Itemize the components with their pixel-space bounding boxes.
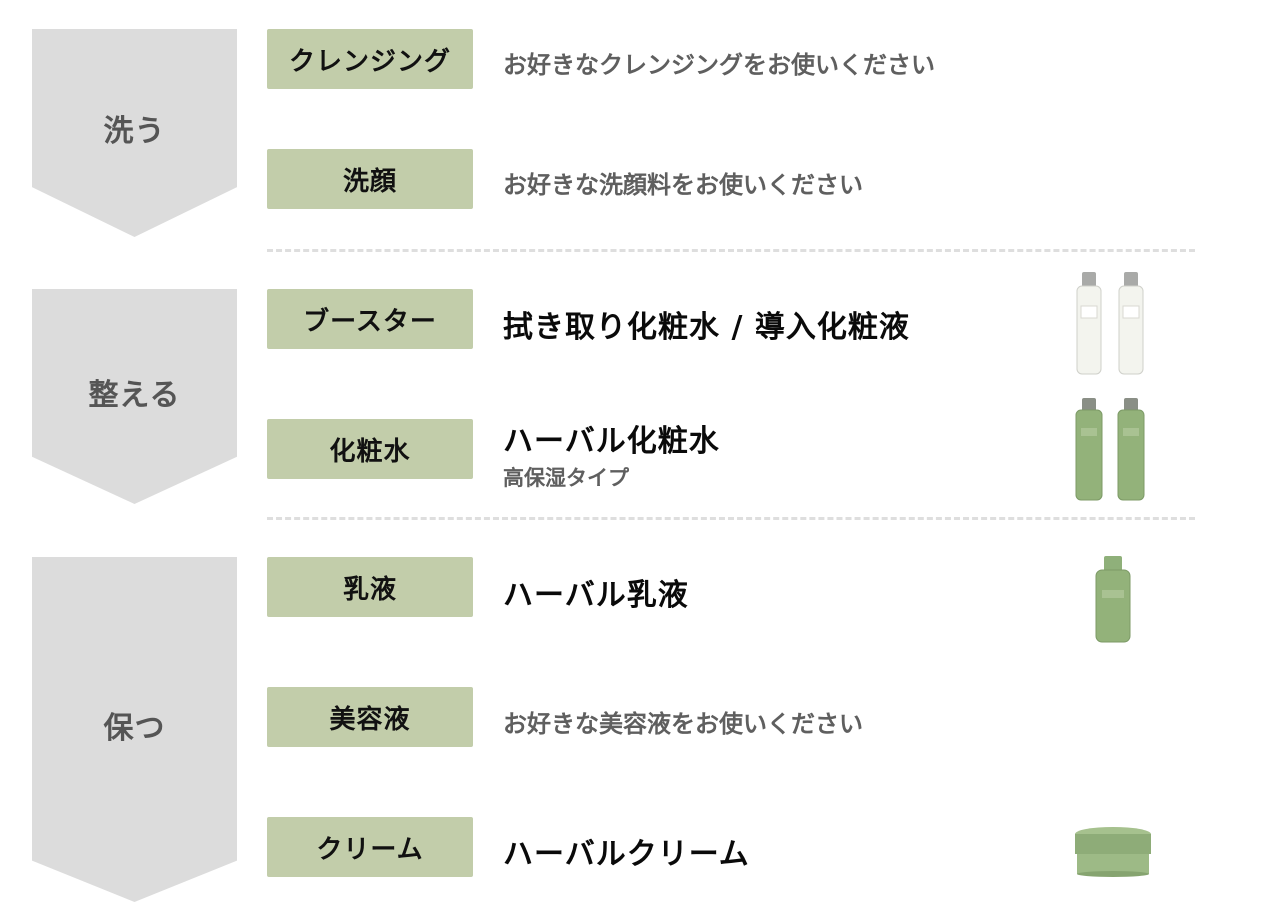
divider bbox=[267, 517, 1195, 520]
group-arrow-wash: 洗う bbox=[32, 29, 237, 237]
step-label-cleansing: クレンジング bbox=[267, 29, 473, 89]
step-label-milk: 乳液 bbox=[267, 557, 473, 617]
step-desc-toner-block: ハーバル化粧水 高保湿タイプ bbox=[503, 416, 720, 492]
step-label-serum: 美容液 bbox=[267, 687, 473, 747]
green-toner-bottles-icon bbox=[1075, 398, 1145, 501]
step-sub-toner: 高保湿タイプ bbox=[503, 466, 629, 490]
divider bbox=[267, 249, 1195, 252]
step-label-booster: ブースター bbox=[267, 289, 473, 349]
step-desc-toner[interactable]: ハーバル化粧水 bbox=[503, 424, 720, 459]
green-cream-jar-icon bbox=[1075, 827, 1151, 877]
green-milk-bottle-icon bbox=[1095, 556, 1131, 643]
step-desc-milk[interactable]: ハーバル乳液 bbox=[503, 578, 689, 613]
step-desc-serum: お好きな美容液をお使いください bbox=[503, 710, 863, 738]
step-desc-cleansing: お好きなクレンジングをお使いください bbox=[503, 51, 935, 79]
step-desc-cream[interactable]: ハーバルクリーム bbox=[503, 837, 750, 872]
clear-toner-bottles-icon bbox=[1076, 272, 1144, 375]
step-label-cream: クリーム bbox=[267, 817, 473, 877]
step-label-toner: 化粧水 bbox=[267, 419, 473, 479]
step-desc-facewash: お好きな洗顔料をお使いください bbox=[503, 171, 863, 199]
group-label-prep: 整える bbox=[88, 377, 181, 413]
step-label-facewash: 洗顔 bbox=[267, 149, 473, 209]
group-arrow-prep: 整える bbox=[32, 289, 237, 504]
group-label-wash: 洗う bbox=[103, 114, 166, 149]
group-arrow-keep: 保つ bbox=[32, 557, 237, 902]
group-label-keep: 保つ bbox=[103, 710, 166, 746]
step-desc-booster[interactable]: 拭き取り化粧水 / 導入化粧液 bbox=[503, 310, 910, 345]
